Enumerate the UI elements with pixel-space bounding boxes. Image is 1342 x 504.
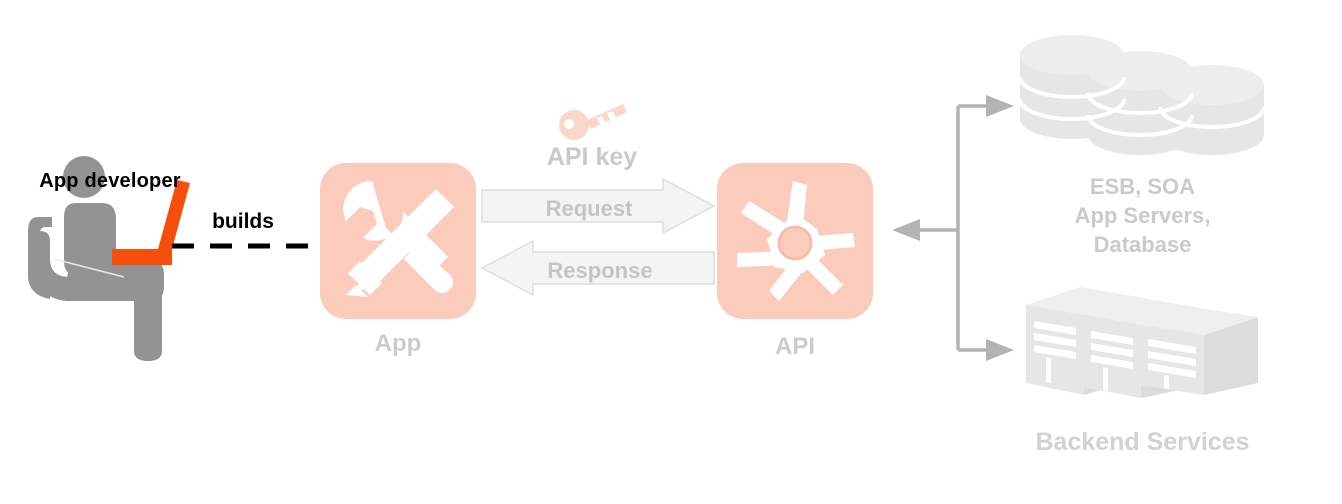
arrowhead-to-databases [986,95,1014,117]
database-label-line2: App Servers, [1074,203,1211,228]
app-developer-group [20,155,320,365]
api-label: API [774,333,815,360]
backend-services-label: Backend Services [1035,428,1250,456]
arrowhead-to-api [892,219,920,241]
server-racks-icon [1018,283,1268,398]
app-label: App [374,330,422,357]
seated-person-with-laptop-icon [28,156,190,361]
api-hub-star-icon [737,181,855,301]
block-arrow-right-icon [481,177,716,235]
request-label: Request [545,196,633,221]
key-icon [557,101,631,143]
database-stack-icon [1018,33,1268,158]
arrowhead-to-servers [986,339,1014,361]
response-label: Response [547,258,653,283]
backend-connector-lines [890,92,1020,364]
database-label-line1: ESB, SOA [1089,174,1196,199]
database-label: ESB, SOA App Servers, Database [1000,172,1285,259]
block-arrow-left-icon [480,239,715,297]
api-key-label: API key [546,143,638,171]
app-developer-label: App developer [39,170,181,192]
builds-label: builds [212,210,274,233]
app-tile[interactable] [320,163,476,319]
database-label-line3: Database [1093,232,1192,257]
dashed-connector [172,243,308,249]
wrench-and-pencil-icon [343,180,454,297]
server-rack-3 [1140,307,1258,395]
api-tile[interactable] [717,163,873,319]
